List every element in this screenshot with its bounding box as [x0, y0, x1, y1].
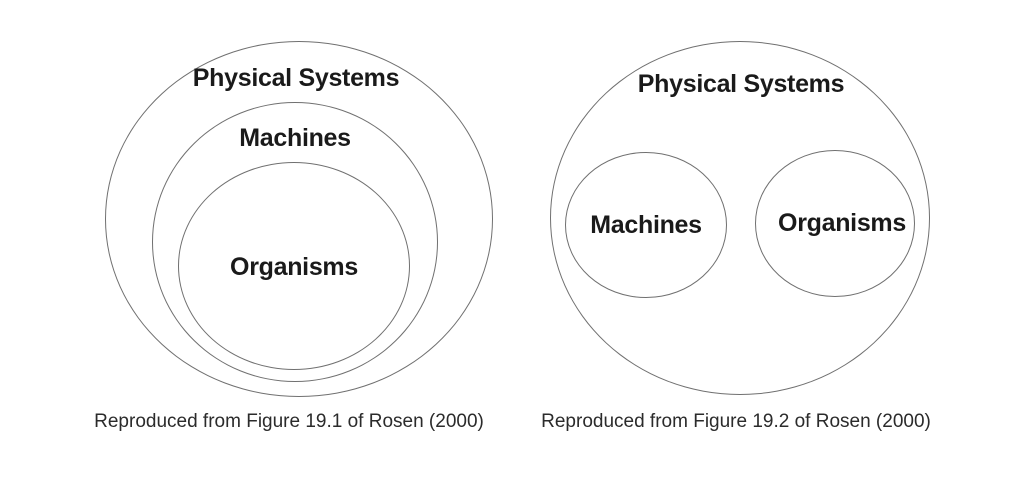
machines-label-left: Machines [239, 124, 351, 152]
physical-systems-label-left: Physical Systems [192, 64, 400, 92]
organisms-label-right: Organisms [778, 209, 906, 237]
machines-circle-right [565, 152, 727, 298]
organisms-ellipse-left [178, 162, 410, 370]
physical-systems-ellipse-right [550, 41, 930, 395]
physical-systems-ellipse-left [105, 41, 493, 397]
organisms-label-left: Organisms [230, 253, 358, 281]
caption-figure-19-1: Reproduced from Figure 19.1 of Rosen (20… [94, 411, 484, 432]
machines-ellipse-left [152, 102, 438, 382]
caption-figure-19-2: Reproduced from Figure 19.2 of Rosen (20… [541, 411, 931, 432]
organisms-circle-right [755, 150, 915, 297]
physical-systems-label-right: Physical Systems [637, 70, 845, 98]
machines-label-right: Machines [590, 211, 702, 239]
